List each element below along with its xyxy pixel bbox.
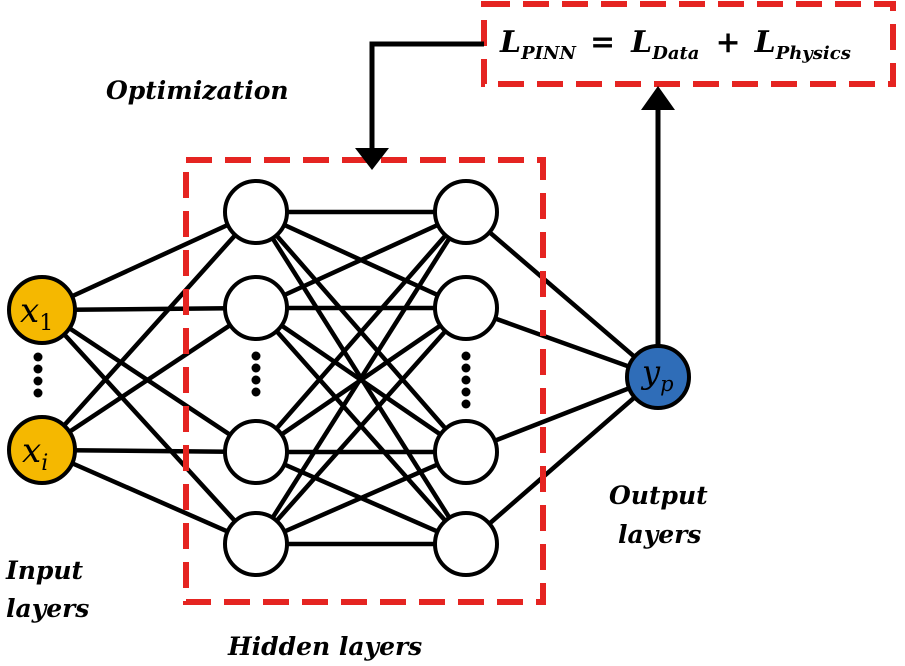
hidden-node-layer1 [223, 275, 289, 341]
input-layers-label-line2: layers [6, 594, 89, 623]
connection-line [255, 209, 467, 311]
connection-line [464, 210, 660, 379]
hidden-node-layer1 [223, 419, 289, 485]
connection-line [40, 308, 258, 546]
output-node-label: yp [640, 353, 674, 396]
input-node-i-label: xi [22, 431, 48, 476]
hidden1-ellipsis [251, 351, 261, 397]
connection-line [254, 306, 468, 546]
hidden-node-layer2 [433, 275, 499, 341]
output-layers-label-line2: layers [618, 520, 701, 549]
connection-line [40, 210, 258, 452]
connection-line [255, 449, 467, 547]
input-node [7, 275, 77, 345]
optimization-arrow [355, 41, 484, 170]
connection-line [40, 306, 258, 452]
output-layers-label-line1: Output [609, 481, 708, 510]
connection-line [465, 374, 659, 455]
loss-equation: LPINN=LData+LPhysics [499, 25, 851, 64]
input-node [7, 415, 77, 485]
input-layers-label-line1: Input [5, 556, 84, 585]
hidden-node-layer1 [223, 179, 289, 245]
hidden-node-layer2 [433, 179, 499, 245]
hidden-node-layer2 [433, 419, 499, 485]
connection-line [41, 447, 257, 455]
connection-line [41, 447, 257, 547]
hidden-node-layer1 [223, 511, 289, 577]
output-node [625, 344, 691, 410]
connection-line [41, 305, 257, 313]
connection-line [41, 209, 257, 313]
output-to-loss-arrow [641, 86, 675, 352]
network-nodes [7, 179, 691, 577]
hidden2-ellipsis [461, 351, 471, 409]
optimization-label: Optimization [106, 76, 289, 105]
input-node-1-label: x1 [20, 291, 53, 336]
network-connections [40, 209, 660, 547]
hidden-layers-label: Hidden layers [227, 632, 422, 661]
connection-line [464, 375, 660, 546]
connection-line [254, 210, 468, 546]
connection-line [254, 210, 468, 454]
connection-line [465, 305, 659, 380]
input-ellipsis [33, 352, 43, 398]
hidden-node-layer2 [433, 511, 499, 577]
